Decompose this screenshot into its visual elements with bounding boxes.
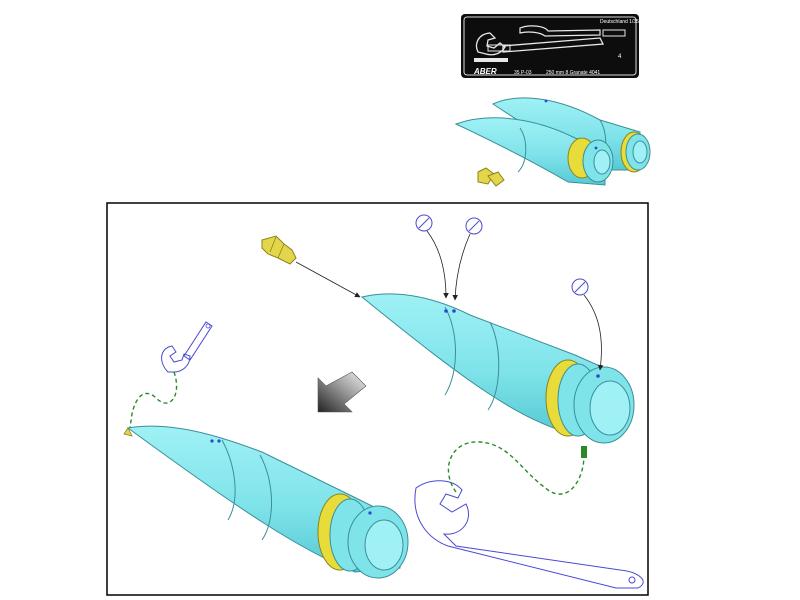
photo-etch-sheet: Deutschland 1/35 4 ABER 35 P-03 250 mm 8… — [461, 14, 639, 78]
etch-brand: ABER — [473, 67, 497, 76]
etch-caption: 250 mm 8 Granate 4041 — [546, 70, 600, 76]
main-shell — [360, 293, 635, 444]
fuze-part — [261, 235, 297, 265]
wrench-guide-line — [447, 441, 585, 495]
preview-fuzes — [477, 167, 505, 187]
small-wrench — [129, 321, 213, 429]
fuze-icon — [261, 235, 297, 265]
large-wrench — [414, 441, 644, 589]
screw-callout-2 — [452, 217, 483, 301]
screw-callout-3 — [571, 278, 604, 371]
wrench-icon — [161, 321, 213, 373]
etch-header: Deutschland 1/35 — [600, 19, 639, 25]
preview-shells — [454, 97, 651, 187]
arrow-icon — [317, 371, 367, 413]
screw-callout-1 — [415, 214, 449, 299]
lower-shell — [123, 425, 409, 579]
preview-shell-front — [454, 117, 614, 186]
wrench-etch-icon — [475, 32, 605, 56]
fuze-guide-line — [295, 261, 361, 298]
wrench-icon — [414, 480, 644, 589]
etch-number: 35 P-03 — [514, 70, 532, 76]
etch-part-number: 4 — [618, 54, 622, 60]
